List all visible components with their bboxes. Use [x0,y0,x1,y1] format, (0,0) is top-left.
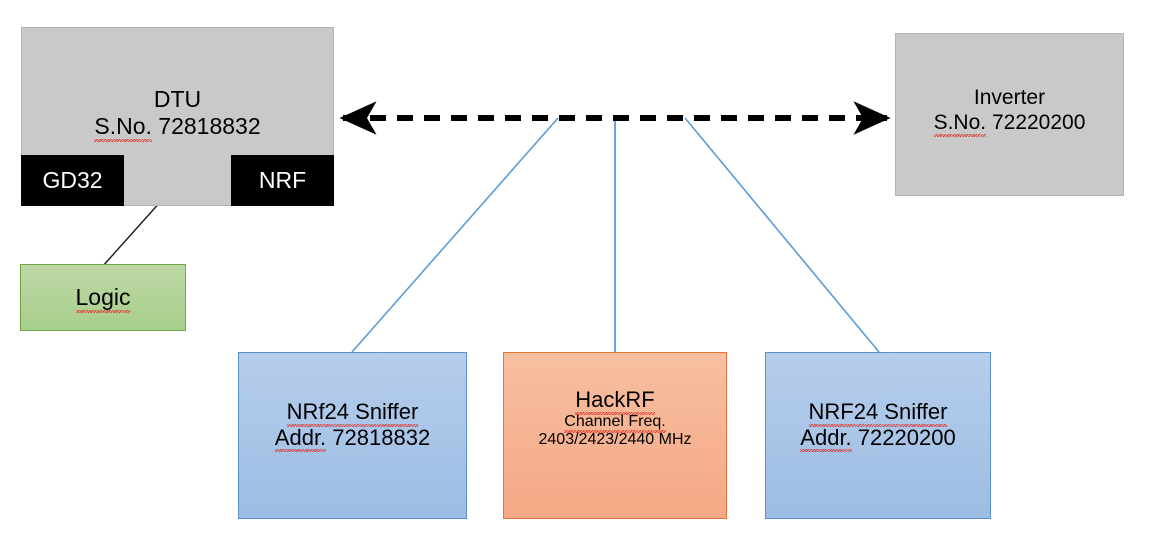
dtu-title: DTU [153,86,202,112]
sniffer-right-address-value: 72220200 [857,424,956,450]
hackrf-channel-label-text: Channel Freq. [564,412,667,434]
hackrf-title: HackRF [575,386,656,415]
nrf24-sniffer-right-block[interactable]: NRF24 Sniffer Addr. 72220200 [765,352,991,519]
dtu-serial-label: S.No. [94,113,152,143]
sniffer-left-title: NRf24 Sniffer [286,398,419,427]
sniffer-left-address-value: 72818832 [332,424,431,450]
sniffer-right-address-label: Addr. [800,424,853,453]
hackrf-channel-frequencies: 2403/2423/2440 MHz [538,431,692,449]
logic-label: Logic [75,283,131,314]
hackrf-block[interactable]: HackRF Channel Freq. 2403/2423/2440 MHz [503,352,727,519]
nrf-label: NRF [258,167,307,193]
inverter-serial-value: 72220200 [991,110,1086,134]
inverter-serial-line: S.No. 72220200 [933,110,1086,138]
hackrf-title-text: HackRF [575,386,656,415]
sniffer-left-title-text: NRf24 Sniffer [286,398,419,427]
nrf-block[interactable]: NRF [231,155,334,206]
sniffer-right-address-line: Addr. 72220200 [800,424,956,453]
logic-analyzer-block[interactable]: Logic [20,264,186,331]
connector-sniffer-right-tap [684,117,880,353]
sniffer-left-address-label: Addr. [274,424,327,453]
inverter-block[interactable]: Inverter S.No. 72220200 [895,33,1124,196]
gd32-block[interactable]: GD32 [21,155,124,206]
gd32-label: GD32 [42,167,103,193]
connector-sniffer-left-tap [351,117,559,353]
inverter-title: Inverter [973,85,1046,109]
hackrf-channel-label: Channel Freq. [564,412,667,434]
sniffer-right-title-text: NRF24 Sniffer [808,398,948,427]
sniffer-right-title: NRF24 Sniffer [808,398,948,427]
dtu-serial-value: 72818832 [158,113,261,140]
inverter-serial-label: S.No. [933,110,987,138]
nrf24-sniffer-left-block[interactable]: NRf24 Sniffer Addr. 72818832 [238,352,467,519]
sniffer-left-address-line: Addr. 72818832 [274,424,431,453]
dtu-serial-line: S.No. 72818832 [94,113,261,143]
